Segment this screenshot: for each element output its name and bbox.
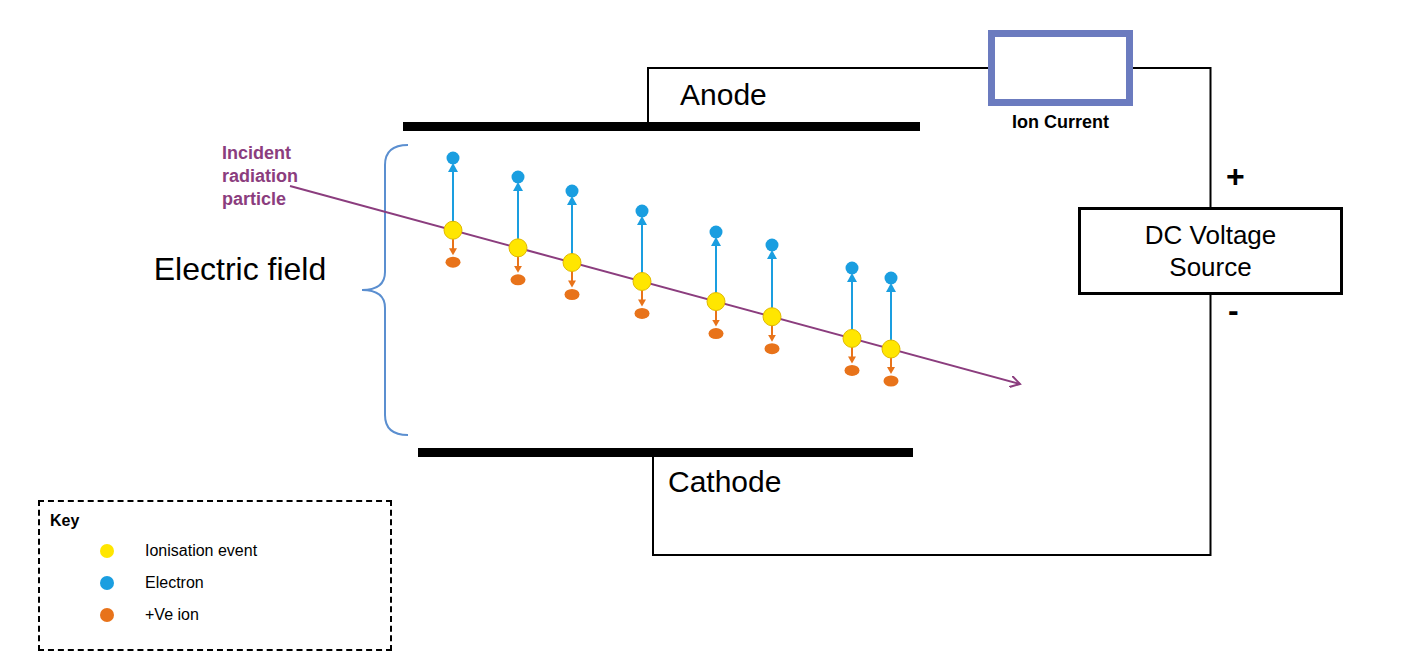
- polarity-sign: +: [1226, 158, 1245, 194]
- ionisation-dot: [707, 293, 725, 311]
- key-box: Key: [38, 500, 392, 651]
- ion-arrow: [452, 238, 454, 252]
- circuit-wire: [648, 68, 988, 122]
- anode-plate: Anode: [403, 122, 920, 131]
- ionisation-dot: [763, 308, 781, 326]
- electron-arrow: [571, 200, 573, 254]
- polarity-sign: -: [1228, 292, 1239, 328]
- electron-dot: [447, 152, 460, 165]
- ion-dot: [565, 289, 580, 300]
- circuit-wire: [1133, 68, 1211, 207]
- ion-arrow: [890, 357, 892, 371]
- ion-dot: [511, 274, 526, 285]
- electron-dot: [766, 239, 779, 252]
- ionisation-dot: [444, 221, 462, 239]
- label-holder: +: [1226, 158, 1245, 194]
- label-holder: Electron: [145, 573, 204, 593]
- legend-swatch: [100, 608, 114, 622]
- node-label: Ion Current: [988, 111, 1133, 133]
- electron-dot: [566, 185, 579, 198]
- electron-dot: [636, 205, 649, 218]
- ion-dot: [709, 328, 724, 339]
- field-label: Electric field: [150, 248, 330, 291]
- ionisation-dot: [509, 239, 527, 257]
- electron-arrow: [890, 287, 892, 341]
- legend-swatch: [100, 576, 114, 590]
- electron-dot: [885, 272, 898, 285]
- electron-dot: [512, 171, 525, 184]
- ionisation-dot: [563, 253, 581, 271]
- ion-dot: [884, 376, 899, 387]
- ionisation-dot: [633, 272, 651, 290]
- label-holder: -: [1228, 292, 1239, 328]
- label-holder: Electric field: [150, 248, 330, 291]
- ion-arrow: [571, 270, 573, 284]
- electron-arrow: [452, 167, 454, 222]
- ion-arrow: [771, 325, 773, 339]
- electron-dot: [710, 226, 723, 239]
- electron-arrow: [641, 220, 643, 273]
- label-holder: Anode: [680, 77, 767, 113]
- label-holder: Incident radiation particle: [222, 142, 312, 211]
- ionisation-dot: [843, 329, 861, 347]
- ionisation-events: [444, 152, 900, 387]
- label-holder: Ion Current: [988, 111, 1133, 133]
- electron-arrow: [851, 277, 853, 330]
- ion-current-meter: Ion Current: [988, 30, 1133, 106]
- electron-dot: [846, 262, 859, 275]
- circuit-wire: [653, 295, 1211, 555]
- legend-text: +Ve ion: [145, 605, 199, 625]
- voltage-source-box: DC Voltage Source: [1078, 207, 1343, 295]
- particle-label: Incident radiation particle: [222, 142, 312, 211]
- ion-arrow: [715, 310, 717, 324]
- node-label: Cathode: [668, 464, 781, 500]
- label-holder: Cathode: [668, 464, 781, 500]
- field-bracket: [362, 145, 408, 435]
- ion-arrow: [851, 346, 853, 360]
- ion-dot: [446, 257, 461, 268]
- node-label: DC Voltage Source: [1111, 219, 1311, 283]
- label-holder: Ionisation event: [145, 541, 257, 561]
- ion-arrow: [517, 256, 519, 270]
- ion-dot: [765, 343, 780, 354]
- ion-dot: [845, 365, 860, 376]
- cathode-plate: Cathode: [418, 448, 913, 457]
- legend-text: Electron: [145, 573, 204, 593]
- legend-text: Ionisation event: [145, 541, 257, 561]
- electron-arrow: [517, 186, 519, 240]
- label-holder: Key: [50, 511, 79, 531]
- particle-track: [290, 186, 1020, 384]
- node-label: Anode: [680, 77, 767, 113]
- ion-arrow: [641, 289, 643, 303]
- ionisation-dot: [882, 340, 900, 358]
- node-label: Key: [50, 511, 79, 531]
- legend-swatch: [100, 544, 114, 558]
- label-holder: +Ve ion: [145, 605, 199, 625]
- electron-arrow: [771, 254, 773, 309]
- ion-dot: [635, 308, 650, 319]
- electron-arrow: [715, 241, 717, 294]
